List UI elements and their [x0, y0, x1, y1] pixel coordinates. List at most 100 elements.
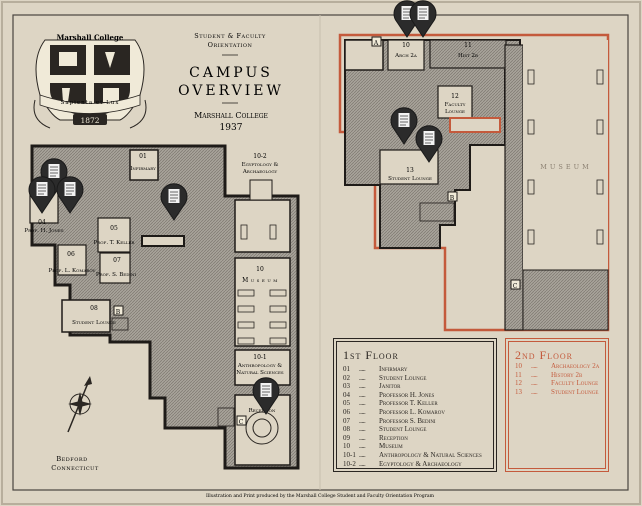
upper-room-10-number: 10 [402, 42, 410, 49]
legend-item-name: Professor S. Bedini [379, 416, 436, 425]
legend-item-name: Student Lounge [551, 387, 599, 396]
school-name: Marshall College [194, 111, 268, 120]
second-floor-legend: 2nd Floor 10..... Archaeology 2a 11..... Hi… [505, 338, 609, 472]
upper-museum-label: MUSEUM [540, 163, 591, 171]
legend-item-number: 03 [343, 382, 350, 391]
legend-leader: ..... [531, 379, 538, 388]
legend-item-number: 11 [515, 370, 522, 379]
legend-item-name: Student Lounge [379, 425, 427, 434]
legend-leader: ..... [359, 382, 366, 391]
legend-item-number: 09 [343, 433, 350, 442]
legend-item: 12.....Faculty Lounge [515, 379, 599, 388]
legend-item-number: 02 [343, 373, 350, 382]
legend-item: 10-1..... Anthropology & Natural Sciences [343, 451, 482, 460]
upper-stair-b-label: B [450, 195, 455, 202]
legend-leader: ..... [359, 442, 366, 451]
room-08-name: Student Lounge [72, 320, 116, 326]
crest-shield-icon [33, 39, 147, 129]
document-pin-icon[interactable] [415, 125, 443, 163]
second-floor-plan [338, 33, 610, 332]
legend-item-number: 10 [515, 362, 522, 370]
legend-item: 05.....Professor T. Keller [343, 399, 482, 408]
legend-leader: ..... [359, 433, 366, 442]
legend-item: 11..... History 2b [515, 371, 599, 380]
footer-credit: Illustration and Print produced by the M… [206, 493, 435, 499]
room-07-name: Prof. S. Bedini [96, 272, 137, 278]
room-10-1-number: 10-1 [253, 354, 266, 361]
legend-item-name: Museum [379, 442, 403, 451]
room-10-number: 10 [256, 266, 264, 273]
legend-item-name: Egyptology & Archaeology [379, 459, 462, 468]
legend-item: 02..... Student Lounge [343, 374, 482, 383]
document-pin-icon[interactable] [40, 158, 68, 196]
legend-leader: ..... [359, 425, 366, 434]
legend-item-number: 01 [343, 365, 350, 373]
room-04-name: Prof. H. Jones [24, 228, 63, 234]
legend-leader: ..... [359, 450, 366, 459]
legend-item: 13..... Student Lounge [515, 388, 599, 397]
legend-item-name: Archaeology 2a [551, 362, 600, 370]
room-10-1-name-a: Anthropology & [237, 363, 282, 369]
room-05-name: Prof. T. Keller [94, 240, 136, 246]
legend-item: 03.....Janitor [343, 382, 482, 391]
legend-leader: ..... [531, 362, 538, 370]
document-pin-icon[interactable] [56, 176, 84, 214]
location-line-1: Bedford [56, 455, 87, 463]
room-10-2-name-b: Archaeology [242, 169, 278, 175]
room-09-name: Reception [249, 408, 276, 414]
room-06-name: Prof. L. Komarov [49, 268, 96, 274]
document-pin-icon[interactable] [28, 176, 56, 214]
legend-item: 10-2.....Egyptology & Archaeology [343, 460, 482, 469]
legend-leader: ..... [531, 387, 538, 396]
room-01-name: Infirmary [130, 166, 156, 172]
legend-item: 09.....Reception [343, 434, 482, 443]
program-line-2: Orientation [208, 41, 253, 49]
legend-item-number: 06 [343, 407, 350, 416]
location-line-2: Connecticut [51, 464, 99, 472]
upper-room-12-number: 12 [451, 93, 459, 100]
first-floor-labels: 01 Infirmary 10-2 Egyptology & Archaeolo… [24, 153, 284, 414]
legend-item-name: Professor H. Jones [379, 390, 435, 399]
room-10-name: Museum [242, 277, 280, 284]
legend-leader: ..... [359, 365, 366, 373]
document-pin-icon[interactable] [409, 0, 437, 38]
room-06-number: 06 [67, 251, 75, 258]
legend-item-name: History 2b [551, 370, 583, 379]
legend-item: 06.....Professor L. Komarov [343, 408, 482, 417]
document-pin-icon[interactable] [252, 377, 280, 415]
legend-leader: ..... [359, 416, 366, 425]
second-floor-labels: 10 Arch 2a 11 Hist 2b 12 Faculty Lounge … [388, 42, 591, 182]
legend-item-number: 08 [343, 425, 350, 434]
legend-item: 07.....Professor S. Bedini [343, 417, 482, 426]
legend-item: 10.....Museum [343, 442, 482, 451]
stair-a-label: A [373, 40, 379, 47]
document-pin-icon[interactable] [390, 107, 418, 145]
first-floor-legend-title: 1st Floor [343, 348, 399, 362]
legend-item-name: Student Lounge [379, 373, 427, 382]
legend-item-name: Anthropology & Natural Sciences [379, 450, 482, 459]
upper-stair-c-label: C [513, 283, 518, 290]
stair-b-label: B [116, 309, 121, 316]
crest-name: Marshall College [57, 33, 124, 42]
room-05-number: 05 [110, 225, 118, 232]
legend-item-name: Professor L. Komarov [379, 407, 445, 416]
second-floor-legend-title: 2nd Floor [515, 348, 574, 362]
upper-room-11-name: Hist 2b [458, 53, 478, 59]
legend-item-number: 13 [515, 387, 522, 396]
page-title-line-2: OVERVIEW [178, 83, 284, 99]
room-01-number: 01 [139, 153, 147, 160]
document-pin-icon[interactable] [160, 183, 188, 221]
room-08-number: 08 [90, 305, 98, 312]
upper-room-13-name: Student Lounge [388, 176, 432, 182]
legend-leader: ..... [531, 370, 538, 379]
legend-item-name: Infirmary [379, 365, 408, 373]
page-title-line-1: CAMPUS [189, 65, 273, 81]
compass-rose-icon [67, 376, 92, 433]
legend-item: 01..... Infirmary [343, 365, 482, 374]
legend-item-number: 10-1 [343, 450, 356, 459]
legend-leader: ..... [359, 373, 366, 382]
